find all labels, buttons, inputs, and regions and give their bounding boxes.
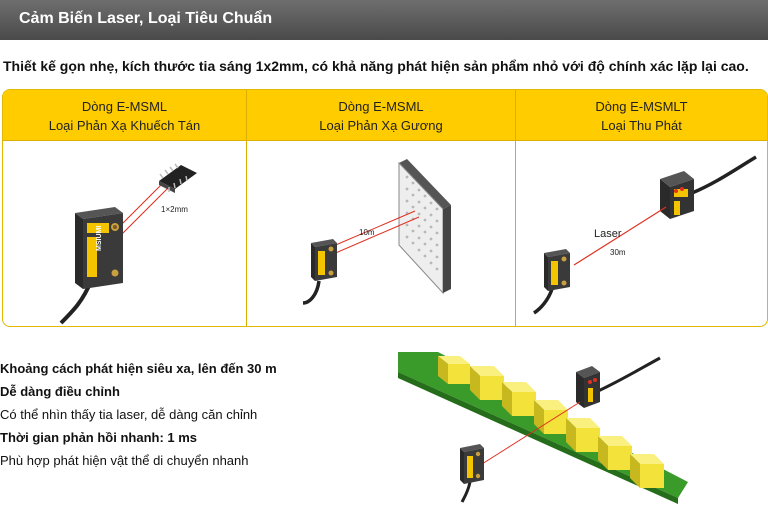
column-header-diffuse: Dòng E-MSML Loại Phản Xạ Khuếch Tán [3,90,246,140]
page-header: Cảm Biến Laser, Loại Tiêu Chuẩn [0,0,768,40]
column-header-through-beam: Dòng E-MSMLT Loại Thu Phát [516,90,767,140]
column-series: Dòng E-MSMLT [595,99,688,114]
product-box-icon [566,418,600,452]
column-divider [246,90,247,326]
conveyor-illustration [398,352,698,504]
distance-label: 10m [359,228,375,237]
emitter-body-icon [460,444,484,484]
reflector-icon [398,159,451,295]
receiver-body-icon [576,366,600,408]
feature-item: Có thể nhìn thấy tia laser, dễ dàng căn … [0,407,258,422]
sensor-body-icon [311,239,337,281]
product-box-icon [630,454,664,488]
emitter-body-icon [544,249,570,291]
laser-beam [330,210,416,248]
product-box-icon [534,400,568,434]
product-box-icon [502,382,536,416]
through-beam-illustration: Laser 30m [516,141,767,326]
feature-item: Khoảng cách phát hiện siêu xa, lên đến 3… [0,361,277,376]
column-divider [515,90,516,326]
sensor-body-icon: MSIUMI [75,207,123,289]
column-header-mirror: Dòng E-MSML Loại Phản Xạ Gương [247,90,515,140]
column-type: Loại Phản Xạ Khuếch Tán [48,118,201,133]
laser-beam [118,180,166,228]
feature-item: Phù hợp phát hiện vật thể di chuyển nhan… [0,453,249,468]
laser-beam [573,206,667,266]
distance-label: 30m [610,248,626,257]
column-series: Dòng E-MSML [81,99,168,114]
sensor-cable [302,280,321,305]
column-type: Loại Phản Xạ Gương [319,118,443,133]
column-series: Dòng E-MSML [338,99,424,114]
feature-item: Thời gian phản hồi nhanh: 1 ms [0,430,198,445]
product-comparison-panel: Dòng E-MSML Loại Phản Xạ Khuếch Tán Dòng… [2,89,768,327]
column-type: Loại Thu Phát [601,118,682,133]
receiver-body-icon [660,171,694,219]
beam-type-label: Laser [594,228,622,240]
product-box-icon [438,356,470,384]
chip-target-icon [159,163,197,193]
brand-label: MSIUMI [96,226,103,251]
receiver-cable [595,356,661,394]
product-box-icon [470,366,504,400]
diffuse-illustration: 1×2mm MSIUMI [3,141,246,326]
feature-item: Dễ dàng điều chỉnh [0,384,120,399]
intro-text: Thiết kế gọn nhẹ, kích thước tia sáng 1x… [3,58,749,74]
laser-beam [481,401,581,465]
sensor-cable [460,481,472,503]
laser-beam [330,216,420,256]
beam-size-label: 1×2mm [161,205,188,214]
header-divider [3,140,767,141]
sensor-cable [532,288,554,315]
mirror-illustration: 10m [247,141,515,326]
laser-beam [118,184,172,238]
receiver-cable [691,155,757,195]
page-title: Cảm Biến Laser, Loại Tiêu Chuẩn [19,10,273,27]
product-box-icon [598,436,632,470]
